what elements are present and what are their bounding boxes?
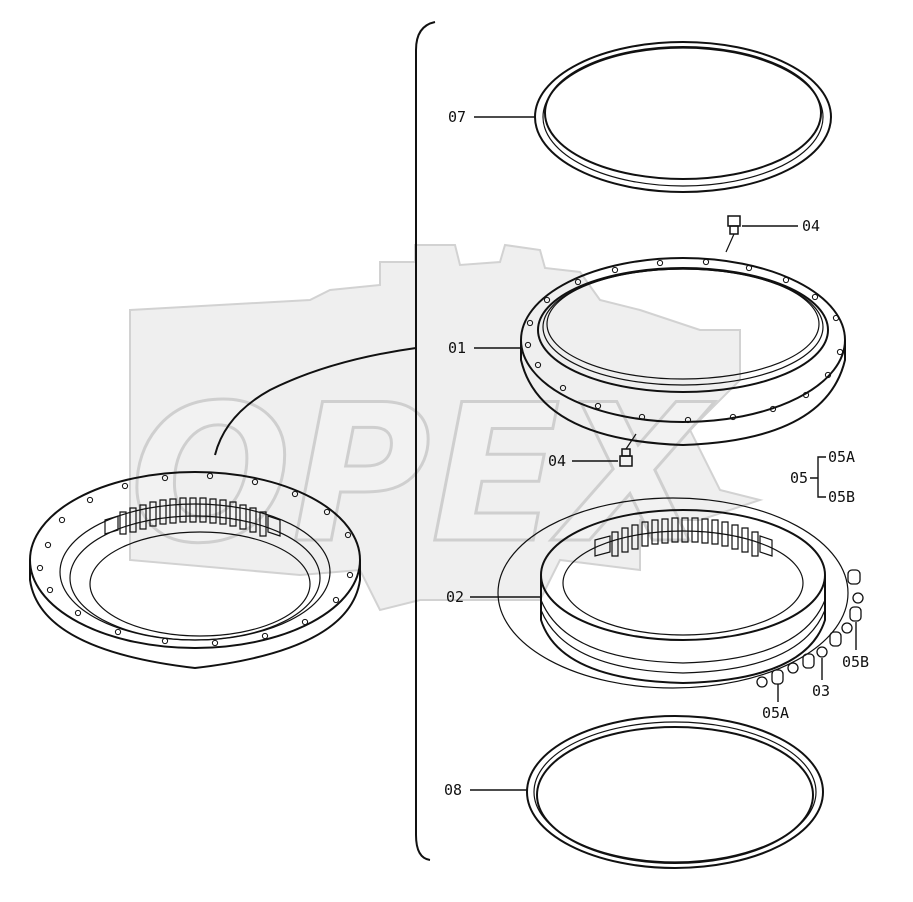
label-05A-bracket: 05A [828, 448, 855, 466]
label-08: 08 [444, 781, 462, 799]
label-01: 01 [448, 339, 466, 357]
label-05B: 05B [842, 653, 869, 671]
part-01-outer-race [520, 257, 846, 447]
part-04-grease-fitting-mid [619, 433, 637, 467]
label-05: 05 [790, 469, 808, 487]
label-04-top: 04 [802, 217, 820, 235]
assembly-connector-curve [214, 347, 417, 456]
label-02: 02 [446, 588, 464, 606]
label-05B-bracket: 05B [828, 488, 855, 506]
assembled-gear-teeth [104, 497, 281, 537]
label-05A: 05A [762, 704, 789, 722]
label-03: 03 [812, 682, 830, 700]
watermark-logo: OPEX [129, 243, 764, 612]
part-03-balls-and-spacers [756, 569, 864, 688]
group-bracket [415, 21, 436, 861]
part-07-seal-ring [534, 41, 832, 193]
assembled-bolt-holes [36, 472, 354, 647]
race-01-bolt-holes [524, 258, 844, 424]
race-02-gear-teeth [594, 517, 773, 557]
label-04-mid: 04 [548, 452, 566, 470]
bracket-05 [810, 456, 826, 498]
label-07: 07 [448, 108, 466, 126]
part-04-grease-fitting-top [725, 215, 741, 253]
part-08-seal-ring [526, 715, 824, 869]
assembled-swing-bearing [29, 471, 361, 670]
part-02-inner-race [497, 497, 849, 689]
